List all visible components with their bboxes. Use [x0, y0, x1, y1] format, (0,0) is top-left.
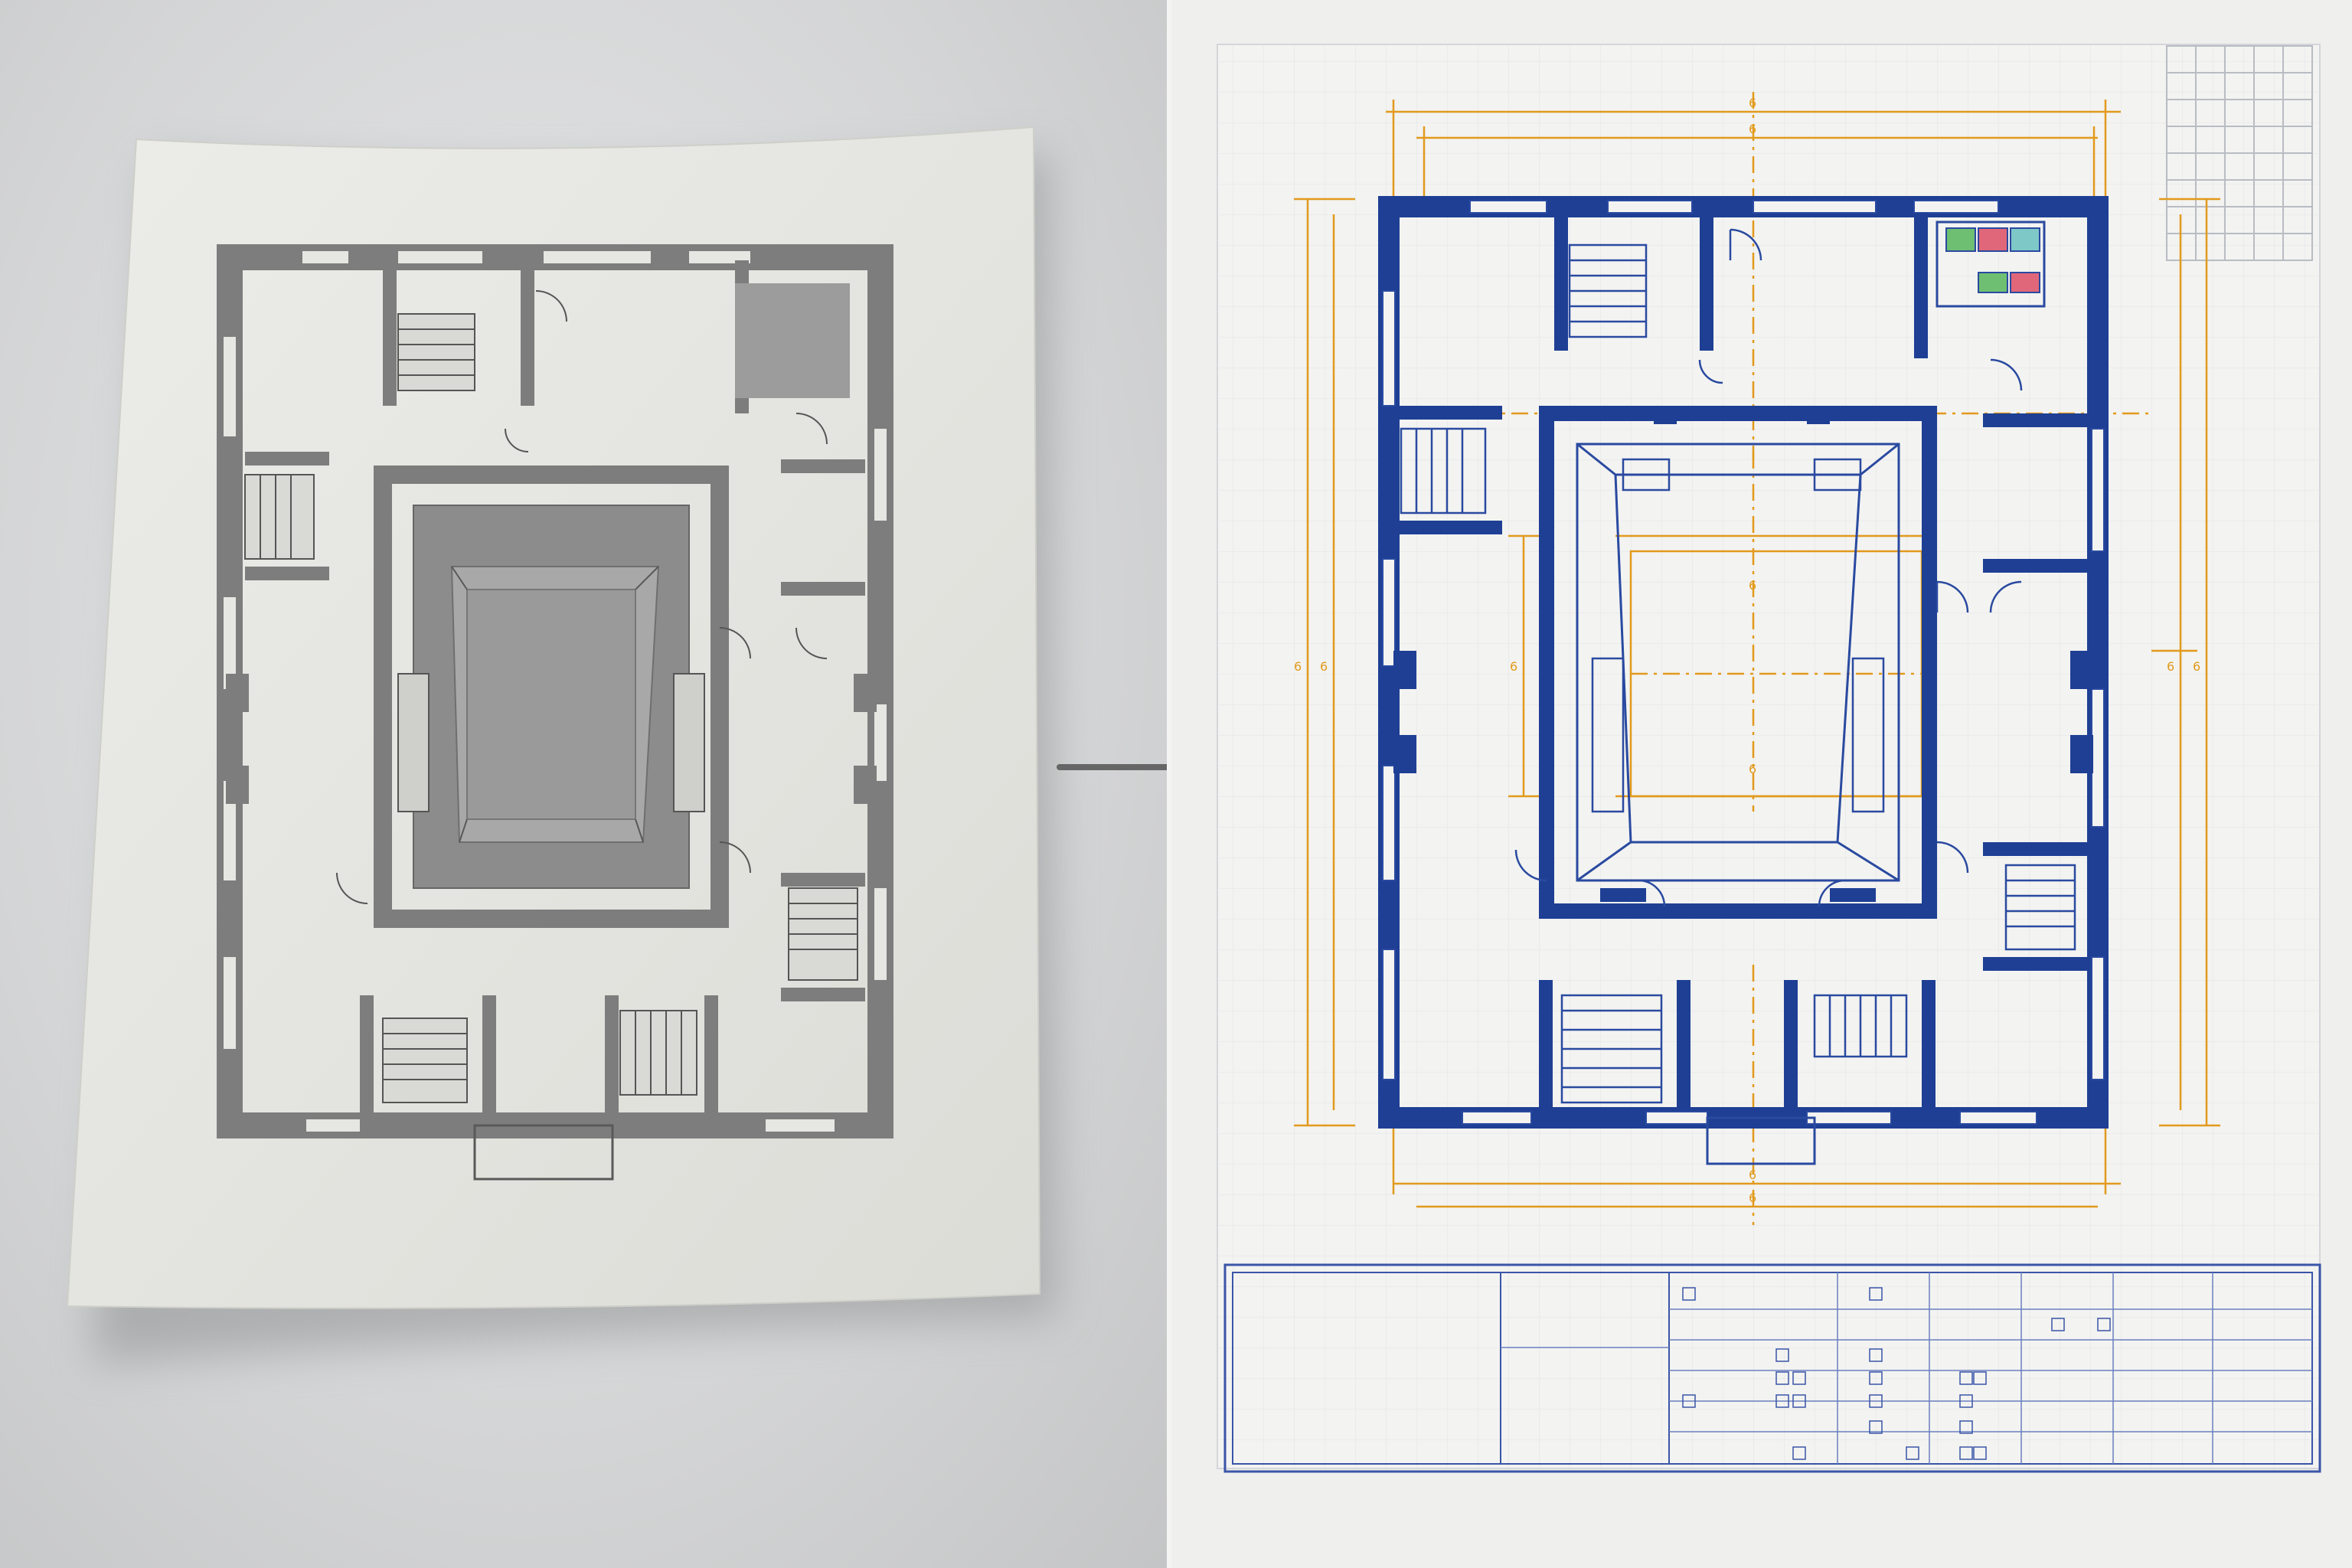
title-block: [1223, 1263, 2321, 1473]
panel-divider: [1167, 0, 1171, 1568]
dimension-lines: [1294, 92, 2220, 1225]
dim-label-court-bottom: 6: [1749, 762, 1756, 776]
blueprint-drawing: 6 6 6 6 6 6 6 6 6 6 6: [1217, 44, 2321, 1473]
blue-floor-plan: [1378, 196, 2109, 1165]
blueprint-panel: 6 6 6 6 6 6 6 6 6 6 6: [1171, 0, 2352, 1568]
dimension-labels: 6 6 6 6 6 6 6 6 6 6 6: [1294, 96, 2200, 1205]
corner-grid: [2166, 45, 2313, 261]
dim-label-right-inner: 6: [2167, 659, 2174, 674]
room-fixtures: [1936, 220, 2046, 308]
paper-plan-drawing: [66, 126, 1057, 1363]
dim-label-left-inner: 6: [1320, 659, 1328, 674]
grey-floor-plan: [217, 244, 893, 1181]
dim-label-bottom-outer: 6: [1749, 1168, 1756, 1182]
dim-label-court-left: 6: [1510, 659, 1517, 674]
dim-label-top-outer: 6: [1749, 96, 1756, 110]
dim-label-right-outer: 6: [2193, 659, 2200, 674]
dim-label-court-top: 6: [1749, 578, 1756, 593]
photo-panel: [0, 0, 1167, 1568]
dim-label-left-outer: 6: [1294, 659, 1302, 674]
dim-label-bottom-inner: 6: [1749, 1191, 1756, 1205]
dim-label-top-inner: 6: [1749, 122, 1756, 136]
